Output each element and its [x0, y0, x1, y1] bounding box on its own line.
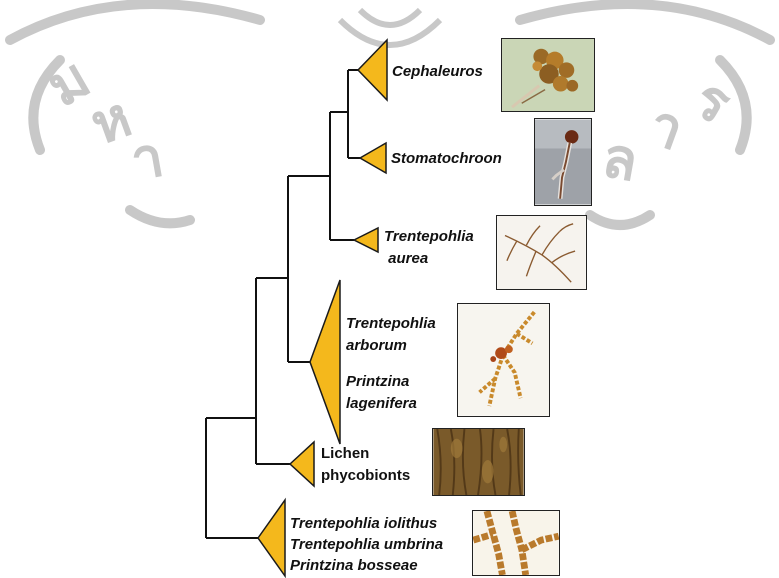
trentepohlia-iolithus-photo-image	[473, 511, 559, 575]
stomatochroon-photo-image	[535, 119, 591, 205]
trentepohlia-aurea-photo	[496, 215, 587, 290]
lichen-bark-photo-image	[433, 429, 524, 495]
taxon-label-iolithus-group: Trentepohlia iolithus Trentepohlia umbri…	[290, 513, 443, 576]
clade-cephaleuros	[358, 40, 387, 100]
cephaleuros-photo	[501, 38, 595, 112]
clade-lichen-phycobionts	[290, 442, 314, 486]
trentepohlia-arborum-photo	[457, 303, 550, 417]
clade-triangles	[258, 40, 387, 576]
trentepohlia-iolithus-photo	[472, 510, 560, 576]
lichen-bark-photo	[432, 428, 525, 496]
trentepohlia-arborum-photo-image	[458, 304, 549, 416]
taxon-label-stomatochroon: Stomatochroon	[391, 148, 502, 170]
clade-trentepohlia-aurea	[354, 228, 378, 252]
clade-arborum-lagenifera	[310, 280, 340, 444]
cephaleuros-photo-image	[502, 39, 594, 111]
trentepohlia-aurea-photo-image	[497, 216, 586, 289]
clade-iolithus-group	[258, 500, 285, 576]
taxon-label-trentepohlia-aurea: Trentepohlia aurea	[384, 226, 474, 270]
clade-stomatochroon	[360, 143, 386, 173]
taxon-label-arborum-lagenifera: Trentepohlia arborum Printzina lagenifer…	[346, 313, 436, 415]
taxon-label-lichen-phycobionts: Lichen phycobionts	[321, 443, 410, 487]
stomatochroon-photo	[534, 118, 592, 206]
taxon-label-cephaleuros: Cephaleuros	[392, 61, 483, 83]
